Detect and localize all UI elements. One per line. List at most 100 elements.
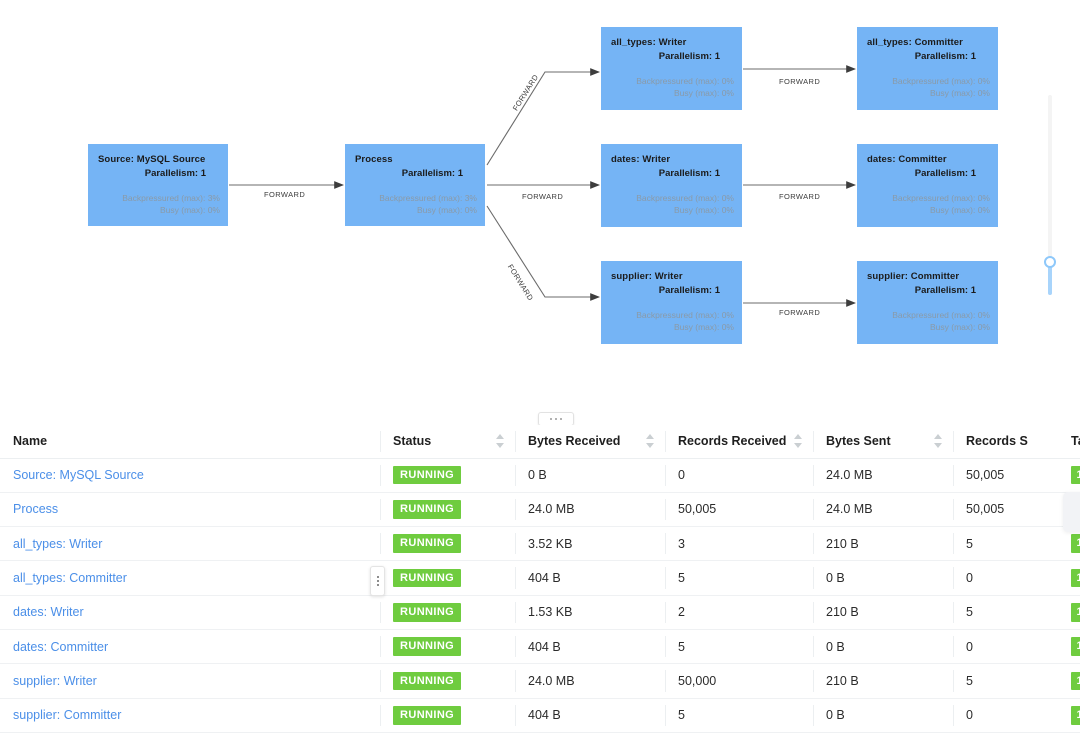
cell-status: RUNNING [380,698,515,733]
cell-records-received: 5 [665,698,813,733]
cell-bytes-received: 24.0 MB [515,663,665,699]
vertex-link[interactable]: all_types: Committer [13,571,127,586]
cell-records-received: 5 [665,629,813,665]
graph-node-source[interactable]: Source: MySQL Source Parallelism: 1 Back… [88,144,228,226]
status-badge: RUNNING [393,568,462,588]
cell-bytes-received: 404 B [515,560,665,596]
zoom-slider-knob[interactable] [1044,256,1056,268]
graph-node-process[interactable]: Process Parallelism: 1 Backpressured (ma… [345,144,485,226]
tasks-badge: 1 [1071,465,1080,485]
tasks-badge: 1 [1071,603,1080,622]
job-vertices-table-pane[interactable]: Name Status Bytes Received Records Recei… [0,425,1080,734]
node-metrics: Backpressured (max): 0% Busy (max): 0% [857,75,998,100]
column-header-tasks[interactable]: Tasks [1058,425,1080,459]
tasks-badge: 1 [1071,637,1080,656]
row-overflow-affordance[interactable] [1063,492,1080,532]
cell-tasks: 1 [1058,458,1080,493]
cell-name[interactable]: all_types: Writer [0,526,380,562]
graph-node-supplier-writer[interactable]: supplier: Writer Parallelism: 1 Backpres… [601,261,742,344]
vertex-link[interactable]: Process [13,502,59,517]
node-parallelism: Parallelism: 1 [658,167,720,179]
cell-bytes-sent: 210 B [813,595,953,630]
node-parallelism: Parallelism: 1 [401,167,463,179]
column-resize-handle[interactable] [370,566,385,596]
cell-records-sent: 5 [953,663,1058,699]
graph-zoom-slider[interactable] [1044,95,1056,295]
vertex-link[interactable]: supplier: Writer [13,673,97,688]
column-header-label: Bytes Received [528,434,621,449]
graph-node-all-types-committer[interactable]: all_types: Committer Parallelism: 1 Back… [857,27,998,110]
cell-bytes-sent: 0 B [813,698,953,733]
graph-node-dates-writer[interactable]: dates: Writer Parallelism: 1 Backpressur… [601,144,742,227]
cell-name[interactable]: dates: Writer [0,595,380,630]
table-row[interactable]: all_types: Committer RUNNING 404 B 5 0 B… [0,560,1080,596]
node-title: supplier: Writer [611,271,683,282]
column-header-bytes-received[interactable]: Bytes Received [515,425,665,459]
grip-dot-icon [550,418,552,420]
cell-name[interactable]: supplier: Writer [0,663,380,699]
vertex-link[interactable]: dates: Writer [13,605,84,620]
table-header-row: Name Status Bytes Received Records Recei… [0,425,1080,459]
cell-records-sent: 5 [953,526,1058,562]
cell-name[interactable]: Source: MySQL Source [0,458,380,493]
node-busy: Busy (max): 0% [674,322,734,333]
cell-tasks: 1 [1058,698,1080,733]
node-backpressured: Backpressured (max): 3% [122,192,220,203]
column-header-label: Bytes Sent [826,434,891,449]
node-metrics: Backpressured (max): 3% Busy (max): 0% [345,192,485,217]
edge-label-dates-writer-committer: FORWARD [779,192,821,201]
table-row[interactable]: dates: Committer RUNNING 404 B 5 0 B 0 1 [0,629,1080,665]
cell-name[interactable]: dates: Committer [0,629,380,665]
tasks-badge: 1 [1071,705,1080,725]
cell-bytes-sent: 0 B [813,560,953,596]
node-metrics: Backpressured (max): 0% Busy (max): 0% [857,309,998,334]
cell-bytes-sent: 24.0 MB [813,458,953,493]
cell-records-sent: 50,005 [953,492,1058,528]
table-row[interactable]: dates: Writer RUNNING 1.53 KB 2 210 B 5 … [0,595,1080,630]
graph-node-all-types-writer[interactable]: all_types: Writer Parallelism: 1 Backpre… [601,27,742,110]
column-header-status[interactable]: Status [380,425,515,459]
node-title: Process [355,154,393,165]
node-busy: Busy (max): 0% [674,205,734,216]
cell-name[interactable]: supplier: Committer [0,698,380,733]
tasks-badge: 1 [1071,568,1080,588]
sort-toggle-icon[interactable] [646,434,655,449]
zoom-slider-track[interactable] [1048,95,1052,295]
column-header-records-sent[interactable]: Records S [953,425,1058,459]
vertex-link[interactable]: dates: Committer [13,639,109,654]
column-header-records-received[interactable]: Records Received [665,425,813,459]
cell-records-sent: 0 [953,560,1058,596]
cell-records-sent: 0 [953,629,1058,665]
cell-records-sent: 0 [953,698,1058,733]
sort-toggle-icon[interactable] [496,434,505,449]
node-parallelism: Parallelism: 1 [914,284,976,296]
cell-bytes-received: 0 B [515,458,665,493]
table-row[interactable]: supplier: Writer RUNNING 24.0 MB 50,000 … [0,663,1080,699]
cell-records-sent: 50,005 [953,458,1058,493]
table-row[interactable]: supplier: Committer RUNNING 404 B 5 0 B … [0,698,1080,733]
grip-dot-icon [376,580,379,582]
table-row[interactable]: Process RUNNING 24.0 MB 50,005 24.0 MB 5… [0,492,1080,528]
node-busy: Busy (max): 0% [674,88,734,99]
sort-toggle-icon[interactable] [934,434,943,449]
vertex-link[interactable]: all_types: Writer [13,536,103,551]
graph-node-dates-committer[interactable]: dates: Committer Parallelism: 1 Backpres… [857,144,998,227]
graph-node-supplier-committer[interactable]: supplier: Committer Parallelism: 1 Backp… [857,261,998,344]
cell-name[interactable]: Process [0,492,380,528]
edge-label-source-process: FORWARD [264,190,306,199]
column-header-label: Name [13,434,48,449]
splitter-drag-handle[interactable] [538,412,574,426]
table-row[interactable]: all_types: Writer RUNNING 3.52 KB 3 210 … [0,526,1080,562]
job-graph-pane[interactable]: Source: MySQL Source Parallelism: 1 Back… [0,0,1080,418]
vertex-link[interactable]: supplier: Committer [13,708,122,723]
column-header-name[interactable]: Name [0,425,380,459]
cell-records-received: 5 [665,560,813,596]
node-metrics: Backpressured (max): 0% Busy (max): 0% [601,309,742,334]
column-header-bytes-sent[interactable]: Bytes Sent [813,425,953,459]
table-row[interactable]: Source: MySQL Source RUNNING 0 B 0 24.0 … [0,458,1080,493]
sort-toggle-icon[interactable] [794,434,803,449]
vertex-link[interactable]: Source: MySQL Source [13,468,144,483]
cell-name[interactable]: all_types: Committer [0,560,380,596]
status-badge: RUNNING [393,603,462,622]
grip-dot-icon [555,418,557,420]
